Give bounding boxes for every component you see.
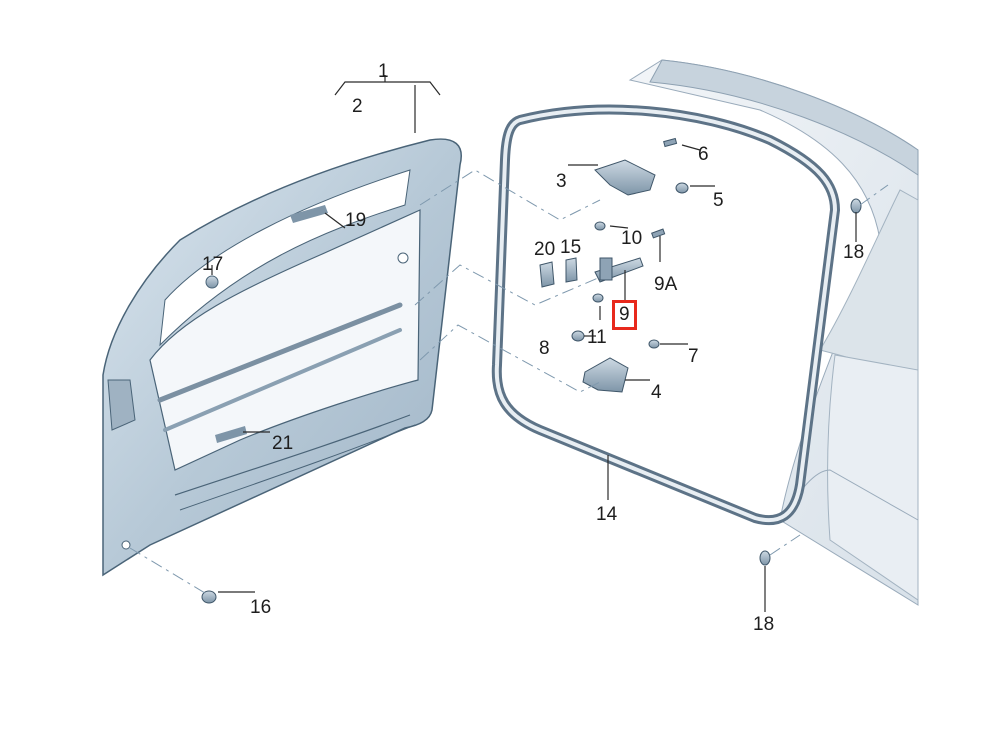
callout-18-lower: 18 <box>753 614 775 635</box>
callout-21: 21 <box>272 433 294 454</box>
callout-8: 8 <box>539 338 550 359</box>
door-shell <box>102 138 462 577</box>
door-check-strap <box>594 257 644 283</box>
callout-9a: 9A <box>654 274 678 295</box>
callout-16: 16 <box>250 597 272 618</box>
callout-19: 19 <box>345 210 367 231</box>
callout-18-upper: 18 <box>843 242 865 263</box>
callout-14: 14 <box>596 504 618 525</box>
small-fasteners <box>201 137 862 604</box>
callout-10: 10 <box>621 228 643 249</box>
assembly-lines <box>129 169 889 594</box>
callout-7: 7 <box>688 346 699 367</box>
lower-hinge <box>582 357 629 393</box>
callout-11: 11 <box>587 327 607 348</box>
callout-1: 1 <box>378 61 389 82</box>
callout-20: 20 <box>534 239 556 260</box>
callout-5: 5 <box>713 190 724 211</box>
leader-lines <box>211 75 857 612</box>
callout-17: 17 <box>202 254 224 275</box>
upper-hinge <box>594 159 656 196</box>
callout-15: 15 <box>560 237 582 258</box>
callout-9-highlighted[interactable]: 9 <box>612 300 637 330</box>
callout-6: 6 <box>698 144 709 165</box>
callout-3: 3 <box>556 171 567 192</box>
door-seal <box>491 104 840 526</box>
callout-4: 4 <box>651 382 662 403</box>
vehicle-body-panel <box>628 59 919 606</box>
callout-2: 2 <box>352 96 363 117</box>
